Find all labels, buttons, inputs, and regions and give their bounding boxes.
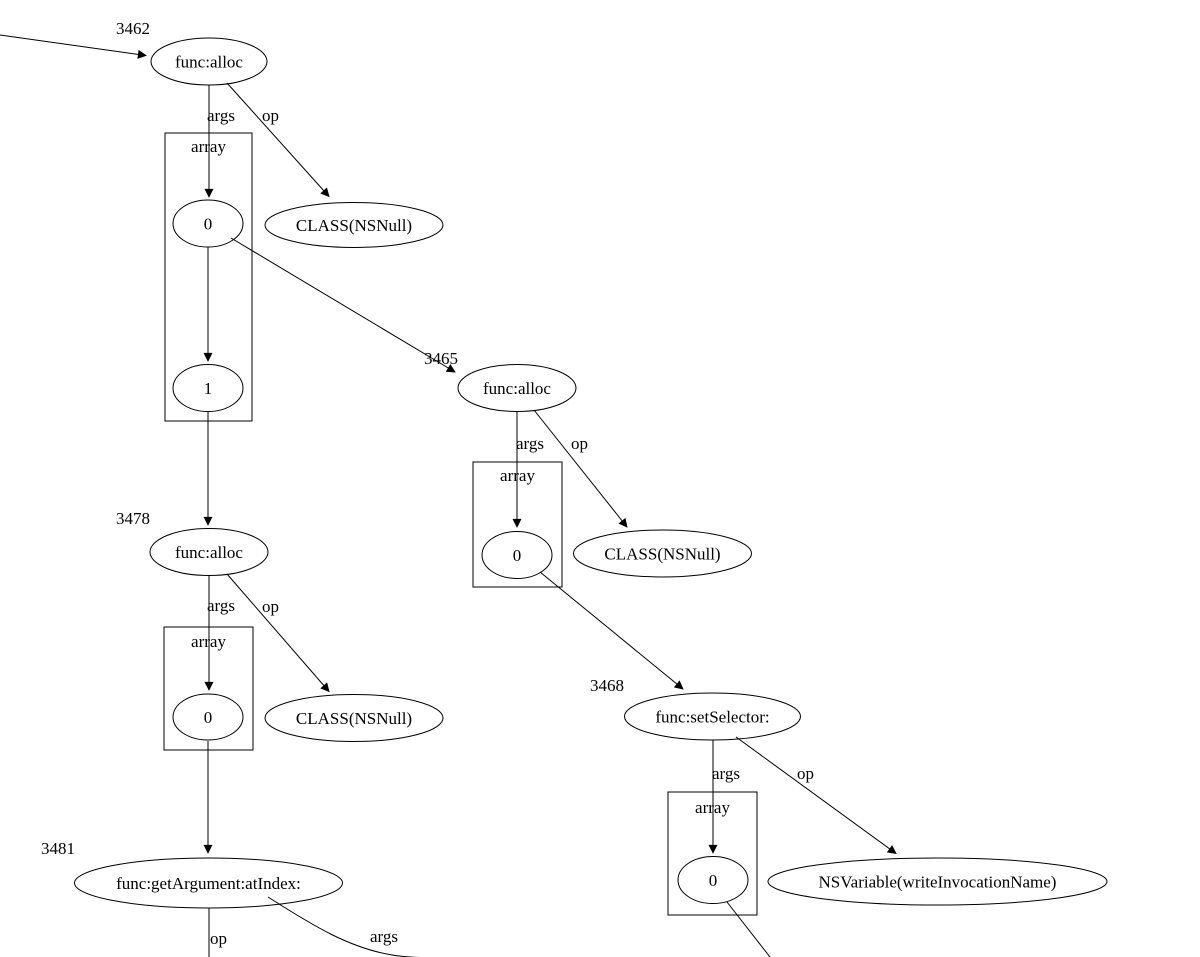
op-target-ellipse bbox=[767, 857, 1108, 906]
op-edge-label: op bbox=[262, 597, 279, 616]
op-edge-label: op bbox=[262, 106, 279, 125]
func-node-ellipse bbox=[457, 364, 577, 412]
op-target-ellipse bbox=[264, 694, 444, 742]
op-target-label: CLASS(NSNull) bbox=[296, 709, 412, 728]
op-edge-label: op bbox=[210, 929, 227, 948]
args-edge-label: args bbox=[207, 106, 235, 125]
array-box-label: array bbox=[500, 466, 535, 485]
op-edge bbox=[226, 82, 330, 198]
args-edge-label: args bbox=[370, 927, 398, 946]
args-edge-label: args bbox=[207, 596, 235, 615]
node-ref-label: 3465 bbox=[424, 349, 458, 368]
array-box bbox=[472, 461, 563, 588]
array-item-0-label: 0 bbox=[709, 871, 718, 890]
subtree-3481: 3481 func:getArgument:atIndex: op args bbox=[41, 741, 420, 957]
func-node-label: func:getArgument:atIndex: bbox=[116, 874, 301, 893]
node-ref-label: 3468 bbox=[590, 676, 624, 695]
node-ref-label: 3478 bbox=[116, 509, 150, 528]
func-node-label: func:alloc bbox=[175, 543, 243, 562]
func-node-label: func:alloc bbox=[483, 379, 551, 398]
subtree-3478: 3478 func:alloc args op CLASS(NSNull) ar… bbox=[116, 412, 444, 751]
array-item-0-ellipse bbox=[677, 856, 749, 904]
op-edge bbox=[735, 736, 897, 855]
incoming-edge bbox=[0, 34, 147, 59]
op-target-ellipse bbox=[573, 529, 752, 578]
func-node-label: func:setSelector: bbox=[655, 708, 769, 727]
array-item-0-ellipse bbox=[172, 693, 244, 741]
args-edge bbox=[267, 896, 420, 957]
array-box-label: array bbox=[695, 798, 730, 817]
item0-to-3465-edge bbox=[230, 237, 456, 373]
array-item-0-label: 0 bbox=[204, 708, 213, 727]
args-edge-label: args bbox=[712, 764, 740, 783]
subtree-3468: 3468 func:setSelector: args op NSVariabl… bbox=[539, 571, 1108, 957]
op-edge-label: op bbox=[571, 434, 588, 453]
op-target-ellipse bbox=[264, 202, 444, 248]
node-ref-label: 3462 bbox=[116, 19, 150, 38]
array-box-label: array bbox=[191, 137, 226, 156]
op-target-label: NSVariable(writeInvocationName) bbox=[819, 873, 1057, 892]
op-target-label: CLASS(NSNull) bbox=[296, 216, 412, 235]
item0-to-3468-edge bbox=[539, 571, 684, 690]
array-item-1-ellipse bbox=[172, 364, 244, 412]
array-item-0-label: 0 bbox=[513, 546, 522, 565]
op-target-label: CLASS(NSNull) bbox=[604, 545, 720, 564]
array-item-0-ellipse bbox=[481, 531, 553, 579]
op-edge bbox=[533, 409, 628, 528]
item0-outgoing-edge bbox=[726, 901, 771, 957]
subtree-3462: 3462 func:alloc args op CLASS(NSNull) ar… bbox=[0, 19, 444, 422]
array-item-1-label: 1 bbox=[204, 379, 213, 398]
subtree-3465: 3465 func:alloc args op CLASS(NSNull) ar… bbox=[230, 237, 752, 588]
args-edge-label: args bbox=[516, 434, 544, 453]
array-item-0-label: 0 bbox=[204, 215, 213, 234]
op-edge bbox=[226, 573, 330, 693]
op-edge-label: op bbox=[797, 764, 814, 783]
func-node-label: func:alloc bbox=[175, 53, 243, 72]
node-ref-label: 3481 bbox=[41, 839, 75, 858]
func-node-ellipse bbox=[149, 528, 269, 576]
array-box-label: array bbox=[191, 632, 226, 651]
array-box bbox=[667, 791, 758, 916]
